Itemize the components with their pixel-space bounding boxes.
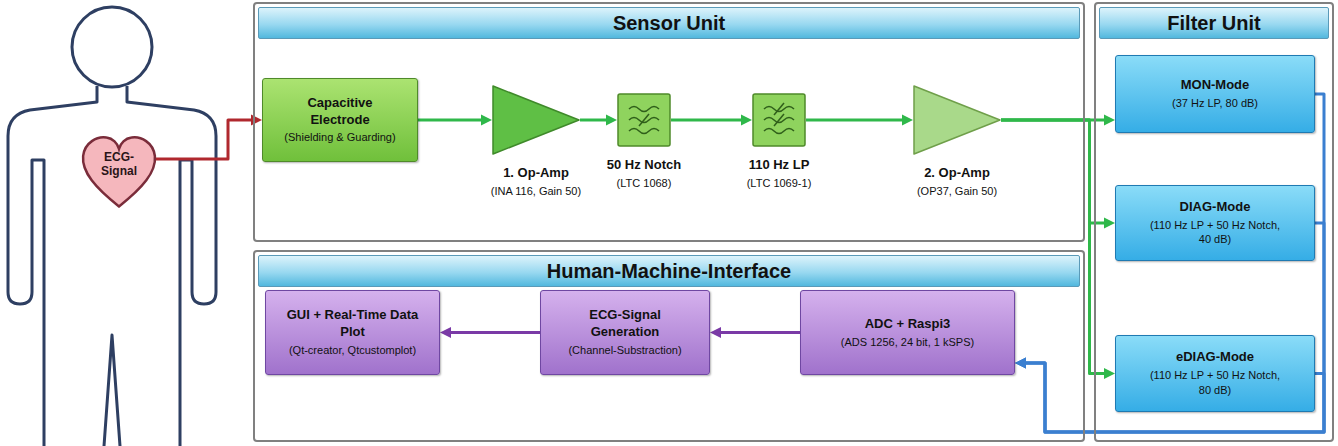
connector-line [718, 331, 800, 334]
signal-label: ECG-Signal [93, 151, 145, 179]
box-title: GUI + Real-Time Data Plot [283, 307, 423, 341]
connector-arrow [710, 327, 800, 338]
amplifier-symbol [913, 85, 1001, 155]
panel-title: Sensor Unit [613, 12, 725, 35]
arrow-head [1015, 358, 1026, 369]
arrow-head [710, 327, 721, 338]
symbol-caption: 2. Op-Amp (OP37, Gain 50) [917, 165, 997, 199]
symbol-caption: 110 Hz LP (LTC 1069-1) [747, 157, 812, 191]
filter-mode-box: MON-Mode (37 Hz LP, 80 dB) [1115, 55, 1315, 133]
strike-symbol [639, 114, 649, 126]
unit-panel: Human-Machine-InterfaceGUI + Real-Time D… [253, 250, 1085, 442]
box-subtitle: (Qt-creator, Qtcustomplot) [289, 343, 416, 358]
notch-filter-symbol: 50 Hz Notch(LTC 1068) [617, 93, 671, 147]
panel-title: Human-Machine-Interface [547, 260, 792, 283]
arrow-head [741, 115, 752, 126]
connector-arrow [153, 115, 262, 160]
panel-title: Filter Unit [1167, 12, 1260, 35]
process-box: ADC + Raspi3 (ADS 1256, 24 bit, 1 kSPS) [800, 290, 1015, 375]
connector-line [671, 119, 744, 122]
wave-symbol [629, 129, 659, 134]
connector-line [153, 120, 254, 159]
box-subtitle: (110 Hz LP + 50 Hz Notch, 40 dB) [1145, 218, 1285, 248]
box-subtitle: (Channel-Substraction) [568, 343, 681, 358]
electrode-box: Capacitive Electrode(Shielding & Guardin… [262, 78, 418, 162]
component-name: 110 Hz LP [747, 157, 812, 174]
box-subtitle: (Shielding & Guarding) [284, 130, 395, 145]
symbol-caption: 50 Hz Notch (LTC 1068) [607, 157, 681, 191]
connector-line [580, 119, 609, 122]
arrow-head [902, 115, 913, 126]
component-name: 1. Op-Amp [491, 165, 581, 182]
connector-line [1001, 120, 1107, 374]
connector-line [418, 119, 484, 122]
box-title: MON-Mode [1181, 77, 1250, 94]
wave-symbol [764, 129, 794, 134]
filter-mode-box: DIAG-Mode (110 Hz LP + 50 Hz Notch, 40 dB… [1115, 185, 1315, 261]
box-subtitle: (ADS 1256, 24 bit, 1 kSPS) [841, 335, 974, 350]
human-body [8, 86, 216, 446]
triangle-shape [914, 86, 1000, 154]
box-title: eDIAG-Mode [1176, 349, 1254, 366]
connector-line [806, 119, 905, 122]
process-box: GUI + Real-Time Data Plot (Qt-creator, Qt… [265, 290, 440, 375]
amplifier-symbol [492, 85, 580, 155]
component-detail: (OP37, Gain 50) [917, 184, 997, 199]
box-title: DIAG-Mode [1180, 199, 1251, 216]
connector-arrow [440, 327, 540, 338]
strike-symbol [774, 103, 784, 115]
filter-box-shape [753, 94, 805, 146]
filter-symbol [752, 93, 806, 147]
arrow-head [1104, 218, 1115, 229]
arrow-head [1015, 358, 1026, 369]
triangle-shape [493, 86, 579, 154]
component-detail: (LTC 1068) [607, 176, 681, 191]
panel-header-band: Sensor Unit [258, 7, 1080, 39]
connector-arrow [671, 115, 752, 126]
component-name: 50 Hz Notch [607, 157, 681, 174]
arrow-head [606, 115, 617, 126]
arrow-head [1104, 115, 1115, 126]
symbol-caption: 1. Op-Amp (INA 116, Gain 50) [491, 165, 581, 199]
box-title: Capacitive Electrode [285, 95, 395, 129]
box-subtitle: (37 Hz LP, 80 dB) [1172, 96, 1258, 111]
arrow-head [1015, 358, 1026, 369]
component-detail: (INA 116, Gain 50) [491, 184, 581, 199]
box-title: ADC + Raspi3 [865, 316, 951, 333]
lowpass-filter-symbol: 110 Hz LP(LTC 1069-1) [752, 93, 806, 147]
wave-symbol [629, 107, 659, 112]
connector-line [448, 331, 540, 334]
connector-line [1001, 120, 1107, 223]
panel-header-band: Filter Unit [1099, 7, 1329, 39]
panel-header-band: Human-Machine-Interface [258, 255, 1080, 287]
arrow-head [481, 115, 492, 126]
strike-symbol [774, 114, 784, 126]
connector-arrow [418, 115, 492, 126]
unit-panel: Sensor UnitCapacitive Electrode(Shieldin… [253, 2, 1085, 242]
arrow-head [1104, 368, 1115, 379]
filter-box-shape [618, 94, 670, 146]
opamp-triangle: 1. Op-Amp(INA 116, Gain 50) [492, 85, 580, 155]
heart-shape: ECG-Signal [80, 136, 158, 208]
box-title: ECG-Signal Generation [565, 307, 685, 341]
component-name: 2. Op-Amp [917, 165, 997, 182]
filter-symbol [617, 93, 671, 147]
component-detail: (LTC 1069-1) [747, 176, 812, 191]
process-box: ECG-Signal Generation (Channel-Substracti… [540, 290, 710, 375]
connector-arrow [806, 115, 913, 126]
human-head [72, 7, 152, 87]
arrow-head [440, 327, 451, 338]
connector-arrow [580, 115, 617, 126]
heart-path [83, 137, 155, 206]
box-subtitle: (110 Hz LP + 50 Hz Notch, 80 dB) [1145, 368, 1285, 398]
connector-arrow [1001, 120, 1115, 229]
filter-mode-box: eDIAG-Mode (110 Hz LP + 50 Hz Notch, 80 d… [1115, 335, 1315, 412]
opamp-triangle: 2. Op-Amp(OP37, Gain 50) [913, 85, 1001, 155]
unit-panel: Filter UnitMON-Mode (37 Hz LP, 80 dB) DIAG… [1094, 2, 1334, 442]
